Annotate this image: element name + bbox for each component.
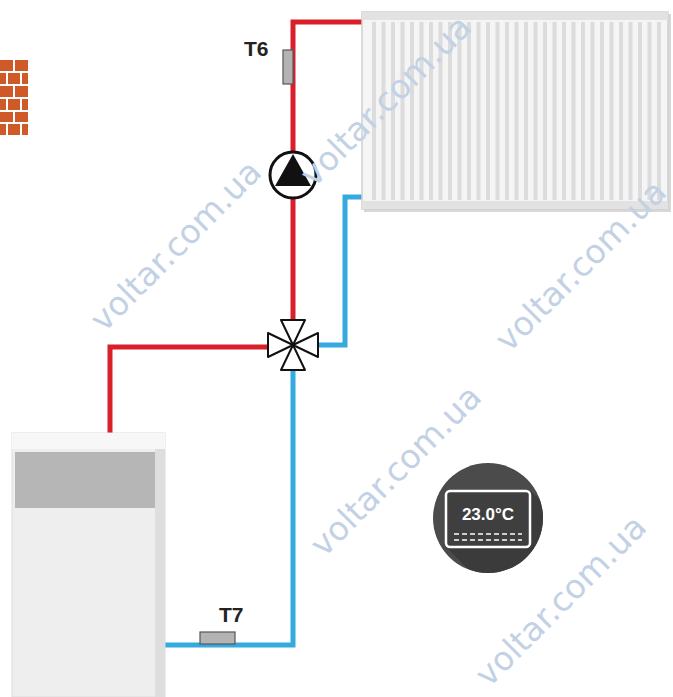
radiator-fin [477, 22, 481, 200]
thermostat-shadow [446, 491, 544, 574]
brick-icon [0, 60, 28, 135]
mixing-valve-symbol [268, 320, 318, 370]
radiator-fin [534, 22, 538, 200]
radiator-fin [496, 22, 500, 200]
radiator-fin [524, 22, 528, 200]
radiator-fin [619, 22, 623, 200]
radiator-fin [553, 22, 557, 200]
return-pipe [318, 197, 364, 345]
boiler [12, 433, 165, 697]
sensor-label-text: T6 [244, 37, 269, 60]
return-pipe [163, 370, 293, 645]
watermark: voltar.com.ua [82, 152, 269, 339]
temperature-readout: 23.0°C [462, 505, 514, 525]
radiator-fin [610, 22, 614, 200]
radiator-fin [638, 22, 642, 200]
radiator [362, 12, 671, 212]
watermark-text: voltar.com.ua [82, 152, 269, 339]
radiator-fin [562, 22, 566, 200]
radiator-fin [572, 22, 576, 200]
sensor-label-text: T7 [219, 603, 244, 626]
thermostat-screen [446, 491, 530, 547]
radiator-fin [467, 22, 471, 200]
sensor-label: T7 [219, 603, 244, 627]
radiator-fin [600, 22, 604, 200]
screen-indicator [454, 533, 522, 535]
radiator-fin [581, 22, 585, 200]
radiator-fin [505, 22, 509, 200]
radiator-fin [629, 22, 633, 200]
radiator-fin [591, 22, 595, 200]
sensor-label: T6 [244, 37, 269, 61]
temperature-sensor [200, 632, 235, 644]
radiator-fin [657, 22, 661, 200]
supply-pipe [110, 347, 270, 436]
radiator-fin [486, 22, 490, 200]
thermostat: 23.0°C [432, 462, 544, 574]
radiator-fin [515, 22, 519, 200]
screen-indicator [454, 539, 522, 541]
temperature-sensor [283, 50, 293, 84]
radiator-fin [543, 22, 547, 200]
